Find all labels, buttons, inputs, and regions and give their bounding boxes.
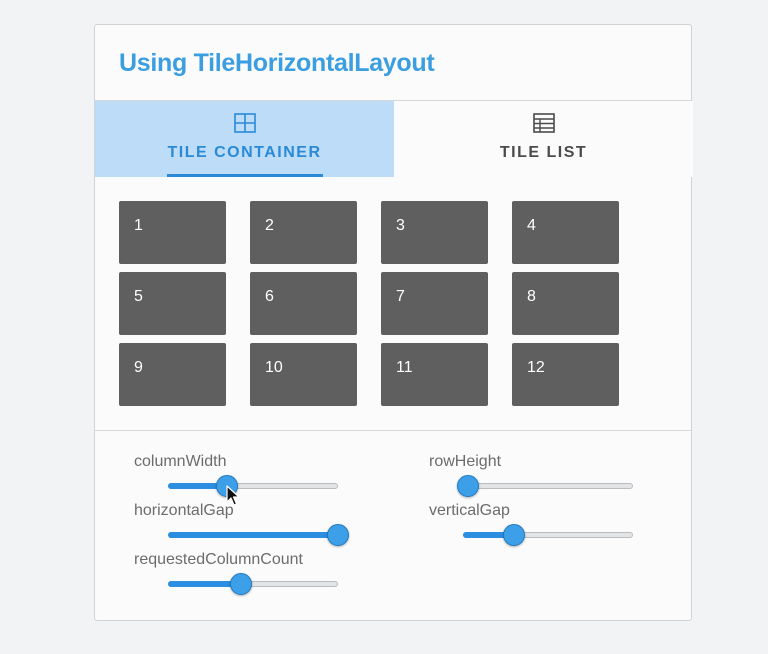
table-list-icon bbox=[532, 113, 555, 133]
requested-column-count-slider[interactable] bbox=[168, 573, 338, 595]
layout-demo-card: Using TileHorizontalLayout TILE CONTAINE… bbox=[94, 24, 693, 621]
tab-tile-container[interactable]: TILE CONTAINER bbox=[95, 101, 394, 177]
tile[interactable]: 12 bbox=[512, 343, 619, 406]
tile[interactable]: 2 bbox=[250, 201, 357, 264]
slider-thumb[interactable] bbox=[327, 524, 349, 546]
tab-tile-list[interactable]: TILE LIST bbox=[394, 101, 693, 177]
slider-thumb[interactable] bbox=[457, 475, 479, 497]
slider-fill bbox=[168, 581, 241, 587]
divider bbox=[95, 100, 691, 101]
slider-track[interactable] bbox=[463, 483, 633, 489]
vertical-gap-label: verticalGap bbox=[429, 502, 510, 519]
tile[interactable]: 4 bbox=[512, 201, 619, 264]
vertical-gap-slider[interactable] bbox=[463, 524, 633, 546]
grid-icon bbox=[233, 113, 256, 133]
tab-label: TILE LIST bbox=[499, 144, 588, 161]
tab-selected-indicator bbox=[167, 174, 323, 177]
horizontal-gap-label: horizontalGap bbox=[134, 502, 234, 519]
horizontal-gap-slider[interactable] bbox=[168, 524, 349, 546]
slider-thumb[interactable] bbox=[503, 524, 525, 546]
row-height-label: rowHeight bbox=[429, 453, 502, 470]
tile[interactable]: 1 bbox=[119, 201, 226, 264]
column-width-slider[interactable] bbox=[168, 475, 338, 497]
tile[interactable]: 10 bbox=[250, 343, 357, 406]
slider-fill bbox=[463, 532, 514, 538]
row-height-slider[interactable] bbox=[457, 475, 633, 497]
tab-label: TILE CONTAINER bbox=[167, 144, 322, 161]
tile[interactable]: 8 bbox=[512, 272, 619, 335]
column-width-label: columnWidth bbox=[134, 453, 227, 470]
slider-thumb[interactable] bbox=[230, 573, 252, 595]
slider-fill bbox=[168, 483, 227, 489]
tile[interactable]: 6 bbox=[250, 272, 357, 335]
mouse-pointer-icon bbox=[226, 485, 240, 506]
tile[interactable]: 7 bbox=[381, 272, 488, 335]
tile[interactable]: 5 bbox=[119, 272, 226, 335]
divider bbox=[95, 430, 691, 431]
tile[interactable]: 11 bbox=[381, 343, 488, 406]
page-title: Using TileHorizontalLayout bbox=[119, 49, 435, 77]
tile[interactable]: 9 bbox=[119, 343, 226, 406]
slider-fill bbox=[168, 532, 338, 538]
requested-column-count-label: requestedColumnCount bbox=[134, 551, 303, 568]
tile[interactable]: 3 bbox=[381, 201, 488, 264]
